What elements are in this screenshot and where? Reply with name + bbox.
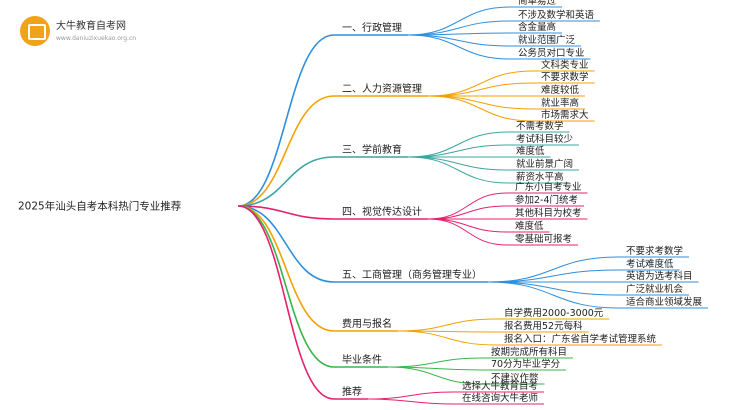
leaf-connector xyxy=(407,156,509,171)
leaf-label: 难度较低 xyxy=(541,84,580,96)
leaf-label: 考试难度低 xyxy=(626,258,674,270)
branch-label: 毕业条件 xyxy=(342,353,382,366)
branch-connector xyxy=(237,205,335,368)
branch-label: 一、行政管理 xyxy=(342,21,402,34)
leaf-connector xyxy=(427,218,508,233)
leaf-label: 不涉及数学和英语 xyxy=(518,9,595,21)
leaf-label: 不建议作弊 xyxy=(491,372,539,384)
leaf-connector xyxy=(487,281,619,296)
leaf-connector xyxy=(387,357,484,368)
leaf-label: 市场需求大 xyxy=(541,109,589,121)
leaf-label: 不要求考数学 xyxy=(626,245,683,257)
leaf-connector xyxy=(487,269,619,283)
leaf-label: 其他科目为校考 xyxy=(515,207,582,219)
leaf-connector xyxy=(427,205,508,220)
leaf-label: 选择大牛教育自考 xyxy=(462,380,538,392)
brand-logo: 大牛教育自考网 www.daniuzixuekao.org.cn xyxy=(20,14,140,50)
leaf-connector xyxy=(427,95,534,110)
book-icon xyxy=(20,16,50,46)
leaf-label: 简单易过 xyxy=(518,0,557,7)
leaf-label: 报名入口：广东省自学考试管理系统 xyxy=(504,333,657,345)
branch-connector xyxy=(237,95,335,207)
leaf-connector xyxy=(367,398,455,405)
leaf-connector xyxy=(387,366,484,385)
leaf-label: 就业前景广阔 xyxy=(516,158,573,170)
leaf-connector xyxy=(407,144,509,158)
leaf-connector xyxy=(367,391,455,400)
leaf-label: 广东小自考专业 xyxy=(515,181,582,193)
leaf-label: 不要求数学 xyxy=(541,71,589,83)
brand-name: 大牛教育自考网 xyxy=(56,21,126,32)
leaf-connector xyxy=(407,34,511,47)
leaf-connector xyxy=(407,156,509,184)
leaf-label: 难度低 xyxy=(516,145,545,157)
leaf-label: 自学费用2000-3000元 xyxy=(504,307,604,319)
brand-url: www.daniuzixuekao.org.cn xyxy=(56,35,137,42)
branch-connector xyxy=(237,34,335,207)
branch-label: 推荐 xyxy=(342,385,362,398)
leaf-label: 广泛就业机会 xyxy=(626,283,684,295)
leaf-label: 不需考数学 xyxy=(516,120,564,132)
branch-connector xyxy=(237,156,335,207)
leaf-connector xyxy=(397,318,497,332)
branch-label: 四、视觉传达设计 xyxy=(342,205,422,218)
leaf-label: 零基础可报考 xyxy=(515,233,572,245)
leaf-label: 英语为选考科目 xyxy=(626,270,693,282)
leaf-label: 公务员对口专业 xyxy=(518,47,585,59)
leaf-label: 就业范围广泛 xyxy=(518,34,576,46)
branch-label: 费用与报名 xyxy=(342,317,392,330)
leaf-connector xyxy=(487,256,619,283)
leaf-connector xyxy=(407,34,511,60)
branch-label: 三、学前教育 xyxy=(342,143,402,156)
leaf-label: 参加2-4门统考 xyxy=(515,194,578,206)
leaf-connector xyxy=(397,330,497,346)
leaf-label: 文科类专业 xyxy=(541,59,589,71)
leaf-connector xyxy=(427,218,508,246)
leaf-connector xyxy=(427,95,534,122)
leaf-label: 按期完成所有科目 xyxy=(491,346,567,358)
leaf-label: 薪资水平高 xyxy=(516,171,564,183)
branch-label: 二、人力资源管理 xyxy=(342,82,422,95)
leaf-connector xyxy=(407,131,509,158)
branch-connector xyxy=(237,205,335,332)
leaf-label: 含金量高 xyxy=(518,21,556,33)
leaf-connector xyxy=(407,6,511,36)
leaf-connector xyxy=(427,70,534,97)
branch-label: 五、工商管理（商务管理专业） xyxy=(342,268,482,281)
leaf-label: 在线咨询大牛老师 xyxy=(462,392,538,404)
leaf-connector xyxy=(487,281,619,309)
leaf-connector xyxy=(427,82,534,97)
leaf-label: 难度低 xyxy=(515,220,544,232)
branch-connector xyxy=(237,205,335,283)
leaf-label: 报名费用52元每科 xyxy=(504,320,583,332)
leaf-label: 适合商业领域发展 xyxy=(626,296,703,308)
leaf-label: 考试科目较少 xyxy=(516,133,574,145)
leaf-label: 就业率高 xyxy=(541,97,579,109)
leaf-label: 70分为毕业学分 xyxy=(491,358,561,370)
root-topic: 2025年汕头自考本科热门专业推荐 xyxy=(18,200,181,213)
branch-connector xyxy=(237,205,335,220)
branch-connector xyxy=(237,205,335,400)
